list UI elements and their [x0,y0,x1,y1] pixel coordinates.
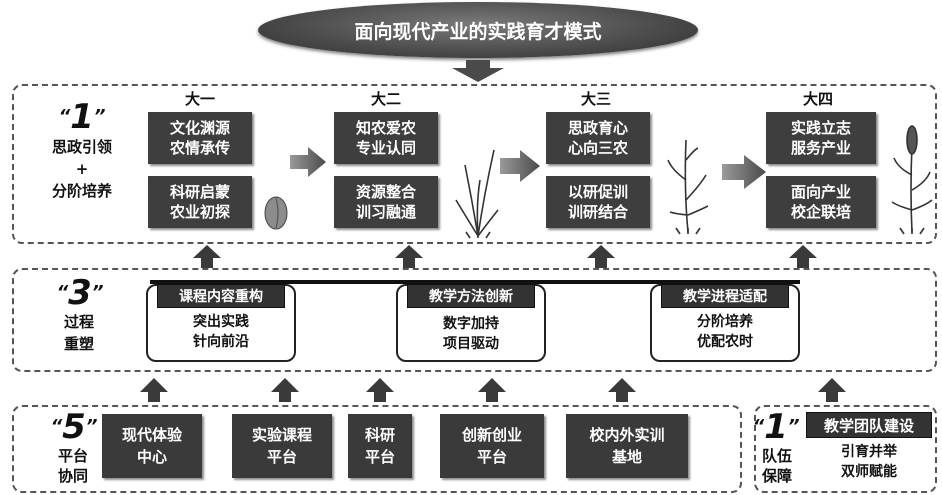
platform-5: 校内外实训基地 [566,414,688,478]
bottom-right-label-1: 队伍 [761,447,792,465]
team-header: 教学团队建设 [806,412,932,438]
seedling-icon [455,149,499,239]
year-label-1: 大一 [184,90,215,108]
year4-box2: 面向产业校企联培 [766,176,876,228]
top-section-plus: + [75,160,89,178]
year-label-3: 大三 [580,90,611,108]
process-header-2: 教学方法创新 [407,284,535,308]
bottom-right-label-2: 保障 [761,467,792,485]
year1-box2: 科研启蒙农业初探 [148,176,252,228]
year-arrow-3 [722,155,766,189]
year2-box2: 资源整合训习融通 [334,176,438,228]
year-label-2: 大二 [370,90,401,108]
process-line-3b: 优配农时 [697,334,753,350]
bottom-left-label-2: 协同 [57,467,88,485]
year3-box2: 以研促训训研结合 [546,176,650,228]
year2-box1: 知农爱农专业认同 [334,112,438,164]
platform-2: 实验课程平台 [232,414,332,478]
bottom-right-number: “1” [752,407,800,447]
process-line-2b: 项目驱动 [443,336,499,352]
year-arrow-2 [500,150,540,182]
top-section-label-1: 思政引领 [51,138,112,156]
up-arrows-to-middle [140,378,846,402]
mature-plant-icon [891,125,933,235]
process-line-2a: 数字加持 [443,316,499,332]
process-line-1b: 针向前沿 [193,334,249,350]
middle-section-label-1: 过程 [63,313,94,331]
young-plant-icon [667,139,709,235]
team-line-2: 双师赋能 [841,464,897,480]
bottom-left-label-1: 平台 [57,447,88,465]
year-arrow-1 [290,147,326,177]
team-line-1: 引育并举 [841,444,897,460]
middle-section-label-2: 重塑 [63,335,94,353]
title-down-arrow [452,60,504,82]
up-arrows-to-top [193,245,817,268]
year4-box1: 实践立志服务产业 [766,112,876,164]
middle-section-number: “3” [56,273,104,313]
year1-box1: 文化渊源农情承传 [148,112,252,164]
process-header-3: 教学进程适配 [661,284,789,308]
year3-box1: 思政育心心向三农 [546,112,650,164]
platform-4: 创新创业平台 [440,414,544,478]
top-section-label-2: 分阶培养 [51,182,112,200]
platform-1: 现代体验中心 [102,414,202,478]
year-label-4: 大四 [802,90,833,108]
top-section-number: “1” [58,97,106,137]
bottom-left-number: “5” [50,407,98,447]
process-header-1: 课程内容重构 [157,284,285,308]
seed-icon [264,196,288,230]
platform-3: 科研平台 [348,414,412,478]
process-line-1a: 突出实践 [193,314,249,330]
process-line-3a: 分阶培养 [697,314,753,330]
page-title: 面向现代产业的实践育才模式 [258,2,698,58]
